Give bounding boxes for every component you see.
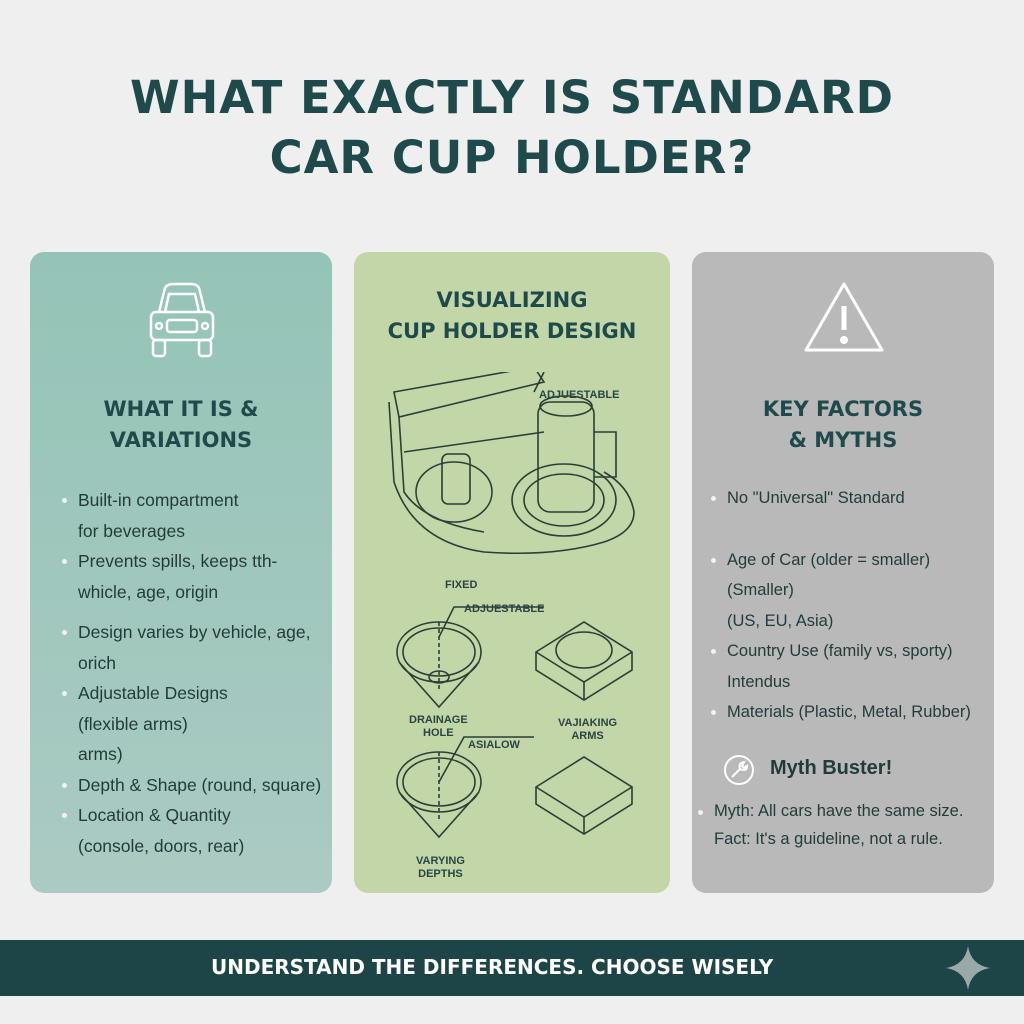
fact-line: Fact: It's a guideline, not a rule. [714, 830, 943, 848]
heading-line: VISUALIZING [436, 288, 588, 312]
list-item: Location & Quantity (console, doors, rear… [60, 800, 321, 861]
heading-line: & MYTHS [788, 428, 898, 452]
list-item-line: Intendus [727, 672, 791, 691]
list-item: Myth: All cars have the same size. Fact:… [696, 797, 963, 853]
list-item-line: (flexible arms) [78, 713, 188, 734]
list-item: Country Use (family vs, sporty) Intendus [709, 636, 971, 697]
sparkle-icon [946, 946, 990, 990]
label-line: VARYING [416, 855, 465, 867]
list-item-line: (US, EU, Asia) [727, 611, 834, 630]
list-item: Prevents spills, keeps tth-whicle, age, … [60, 546, 321, 607]
label-line: DEPTHS [418, 868, 463, 880]
list-item-line: Depth & Shape (round, square) [78, 774, 322, 795]
list-item: Built-in compartment for beverages [60, 485, 321, 546]
heading-line: KEY FACTORS [762, 397, 924, 421]
card-visualizing: VISUALIZING CUP HOLDER DESIGN ADJUESTABL… [354, 252, 670, 893]
myth-line: Myth: All cars have the same size. [714, 802, 964, 820]
card-heading: KEY FACTORS & MYTHS [692, 394, 994, 456]
title-line: WHAT EXACTLY IS STANDARD [130, 71, 894, 124]
list-item-line: (console, doors, rear) [78, 835, 245, 856]
bullet [62, 498, 67, 503]
list-item-line: Prevents spills, keeps tth- [78, 551, 278, 571]
bullet [62, 691, 67, 696]
list-item-line: Built-in compartment [78, 490, 239, 510]
list-item-line: Adjustable Designs [78, 683, 228, 703]
list-item: Depth & Shape (round, square) [60, 770, 321, 801]
wrench-icon [724, 755, 754, 785]
bullet [62, 782, 67, 788]
car-front-icon [149, 282, 215, 358]
bullet [711, 557, 716, 563]
list-item: Adjustable Designs (flexible arms) arms) [60, 678, 321, 770]
bullet [62, 813, 67, 818]
card-heading: WHAT IT IS & VARIATIONS [30, 394, 332, 456]
heading-line: WHAT IT IS & [103, 397, 259, 421]
list-item-line: No "Universal" Standard [727, 489, 905, 507]
list-item-line: Location & Quantity [78, 805, 231, 825]
myth-buster-title: Myth Buster! [770, 757, 893, 779]
list-item: No "Universal" Standard [709, 483, 971, 514]
list-item-line: Age of Car (older = smaller) [727, 550, 931, 569]
footer-banner: UNDERSTAND THE DIFFERENCES. CHOOSE WISEL… [0, 940, 1024, 996]
title-line: CAR CUP HOLDER? [269, 131, 755, 184]
label-adjustable-top: ADJUESTABLE [539, 389, 620, 401]
bullet [711, 649, 716, 654]
label-line: VAJIAKING [558, 717, 618, 729]
myth-fact: Myth: All cars have the same size. Fact:… [696, 797, 963, 853]
label-fixed: FIXED [445, 579, 478, 591]
list-item-line: whicle, age, origin [78, 581, 219, 602]
page-title: WHAT EXACTLY IS STANDARD CAR CUP HOLDER? [0, 68, 1024, 188]
label-asialow: ASIALOW [468, 739, 520, 751]
list-item-line: Country Use (family vs, sporty) [727, 642, 953, 660]
list-item-line: Design varies by vehicle, age, [78, 622, 311, 642]
label-line: ARMS [571, 730, 604, 742]
card-heading: VISUALIZING CUP HOLDER DESIGN [354, 285, 670, 347]
bullet [711, 710, 716, 715]
list-item-line: arms) [78, 744, 123, 764]
list-item: Design varies by vehicle, age, orich [60, 617, 321, 678]
bullet [711, 496, 716, 501]
footer-text: UNDERSTAND THE DIFFERENCES. CHOOSE WISEL… [211, 955, 774, 979]
list-item-line: orich [78, 652, 116, 673]
bullet [62, 559, 67, 564]
list-item: Age of Car (older = smaller) (Smaller) (US… [709, 545, 971, 637]
cup-holder-diagram [388, 372, 635, 839]
list-item-line: Materials (Plastic, Metal, Rubber) [727, 703, 971, 721]
card-what-it-is: WHAT IT IS & VARIATIONS Built-in compart… [30, 252, 332, 893]
bullet [62, 630, 67, 635]
heading-line: VARIATIONS [109, 428, 253, 452]
label-line: DRAINAGE [409, 714, 468, 726]
label-line: HOLE [423, 727, 454, 739]
list-item-line: for beverages [78, 520, 186, 541]
card-key-factors: KEY FACTORS & MYTHS No "Universal" Stand… [692, 252, 994, 893]
list-item: Materials (Plastic, Metal, Rubber) [709, 697, 971, 728]
warning-triangle-icon [804, 282, 884, 352]
bullet [698, 810, 703, 815]
list-item-line: (Smaller) [727, 581, 794, 599]
heading-line: CUP HOLDER DESIGN [387, 319, 637, 343]
label-adjustable: ADJUESTABLE [464, 603, 545, 615]
